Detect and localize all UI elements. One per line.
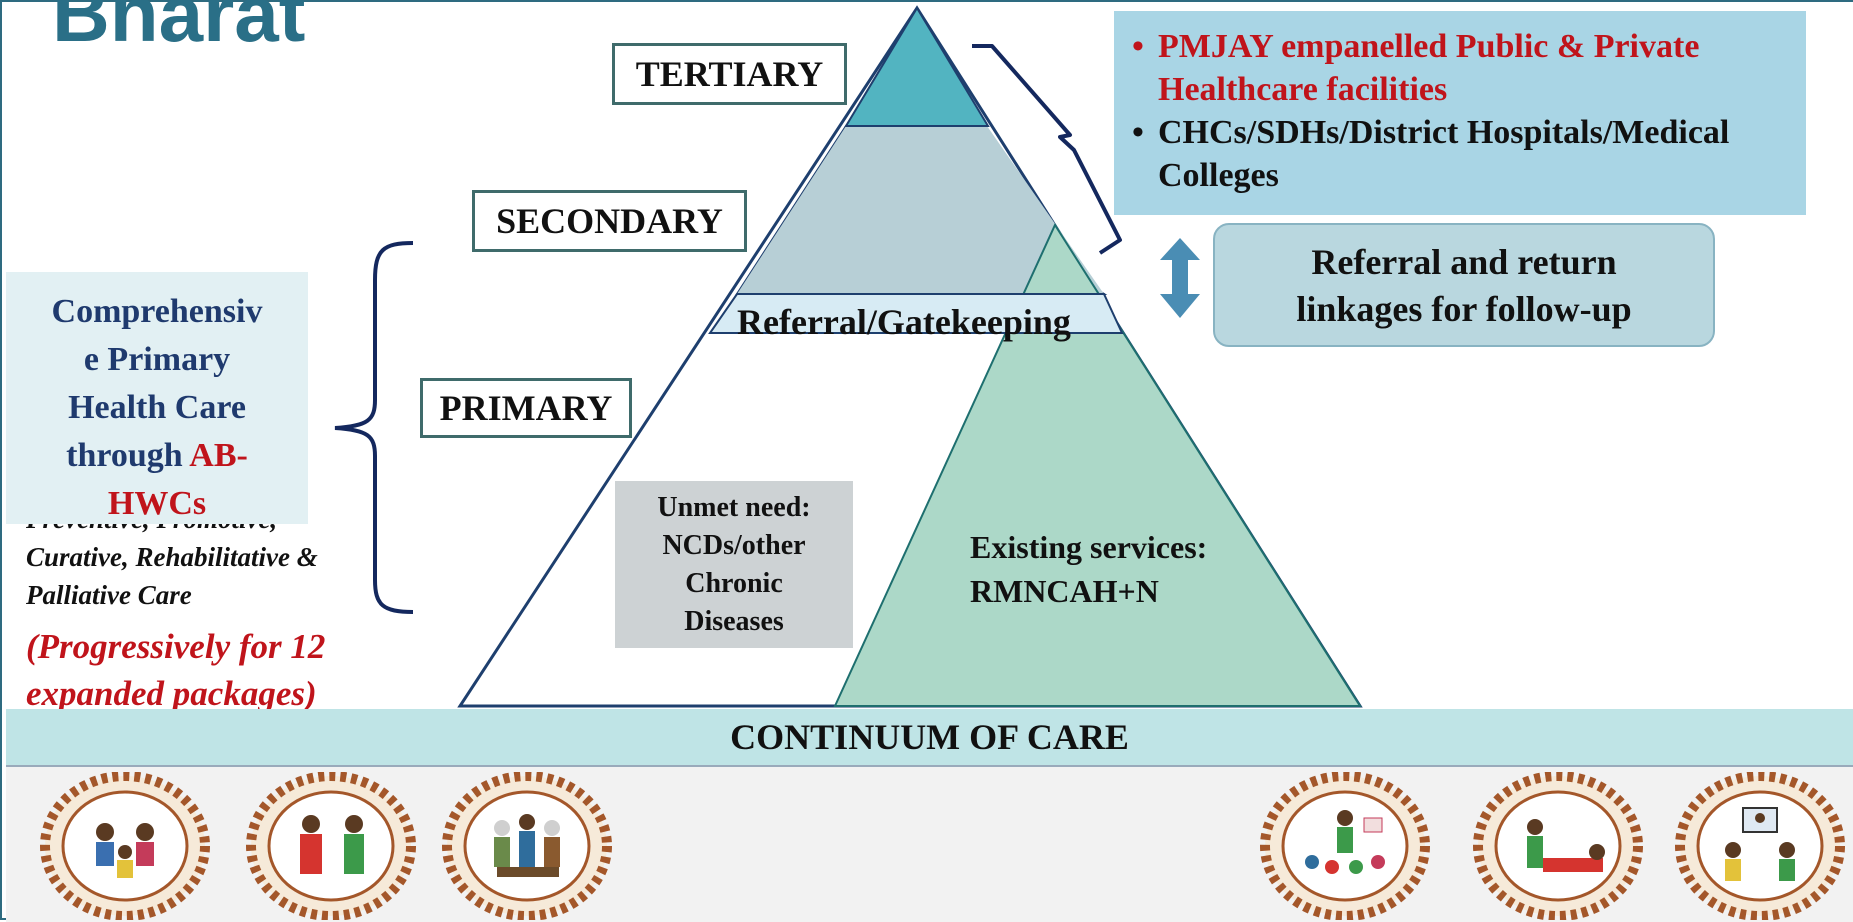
page-title: Bharat: [52, 0, 306, 58]
referral-linkage-callout: Referral and return linkages for follow-…: [1213, 223, 1715, 347]
double-arrow-icon: [1160, 238, 1200, 318]
referral-callout-line: linkages for follow-up: [1296, 289, 1632, 329]
care-types-line: Palliative Care: [26, 580, 192, 610]
progressive-note: (Progressively for 12 expanded packages): [26, 623, 406, 717]
bullet-pmjay: • PMJAY empanelled Public & Private Heal…: [1132, 25, 1796, 111]
cphc-box: Comprehensiv e Primary Health Care throu…: [6, 272, 308, 524]
existing-services-line: Existing services:: [970, 529, 1208, 565]
cphc-ab: AB-: [189, 437, 248, 474]
tertiary-cap: [844, 6, 990, 127]
existing-services-label: Existing services: RMNCAH+N: [970, 525, 1207, 613]
cphc-line: through AB-: [6, 432, 308, 480]
unmet-need-line: Chronic: [685, 568, 783, 599]
tertiary-brace: [972, 44, 1122, 255]
unmet-need-line: Unmet need:: [657, 492, 811, 523]
care-types-line: Curative, Rehabilitative &: [26, 542, 318, 572]
primary-label: PRIMARY: [420, 378, 632, 438]
cphc-through: through: [66, 437, 190, 474]
progressive-line: expanded packages): [26, 674, 317, 713]
teleconsultation-illustration: [1675, 772, 1845, 920]
tertiary-label: TERTIARY: [612, 43, 847, 105]
mother-child-checkup-illustration: [246, 772, 416, 920]
tertiary-info-panel: • PMJAY empanelled Public & Private Heal…: [1114, 11, 1806, 215]
unmet-need-line: NCDs/other: [662, 530, 806, 561]
unmet-need-line: Diseases: [684, 606, 784, 637]
referral-band: [708, 293, 1124, 334]
referral-gatekeeping-label: Referral/Gatekeeping: [737, 302, 1071, 342]
elderly-care-illustration: [442, 772, 612, 920]
cphc-line: e Primary: [83, 341, 231, 378]
family-yoga-illustration: [40, 772, 210, 920]
bullet-dot-icon: •: [1132, 28, 1144, 65]
progressive-line: (Progressively for 12: [26, 627, 326, 666]
cphc-line: Comprehensiv: [51, 293, 263, 330]
secondary-label: SECONDARY: [472, 190, 747, 252]
referral-callout-line: Referral and return: [1311, 242, 1617, 282]
group-education-illustration: [1260, 772, 1430, 920]
bullet-facilities-text: CHCs/SDHs/District Hospitals/Medical Col…: [1158, 114, 1730, 194]
existing-services-triangle: [833, 222, 1362, 707]
secondary-band-fill: [737, 126, 1104, 294]
existing-services-line: RMNCAH+N: [970, 573, 1159, 609]
primary-brace: [334, 241, 414, 614]
bullet-facilities: • CHCs/SDHs/District Hospitals/Medical C…: [1132, 111, 1796, 197]
home-care-illustration: [1473, 772, 1643, 920]
continuum-of-care-band: CONTINUUM OF CARE: [6, 709, 1853, 765]
cphc-hwcs: HWCs: [107, 485, 207, 522]
bullet-dot-icon: •: [1132, 114, 1144, 151]
unmet-need-box: Unmet need: NCDs/other Chronic Diseases: [615, 481, 853, 648]
cphc-line: Health Care: [68, 389, 246, 426]
bullet-pmjay-text: PMJAY empanelled Public & Private Health…: [1158, 28, 1700, 108]
